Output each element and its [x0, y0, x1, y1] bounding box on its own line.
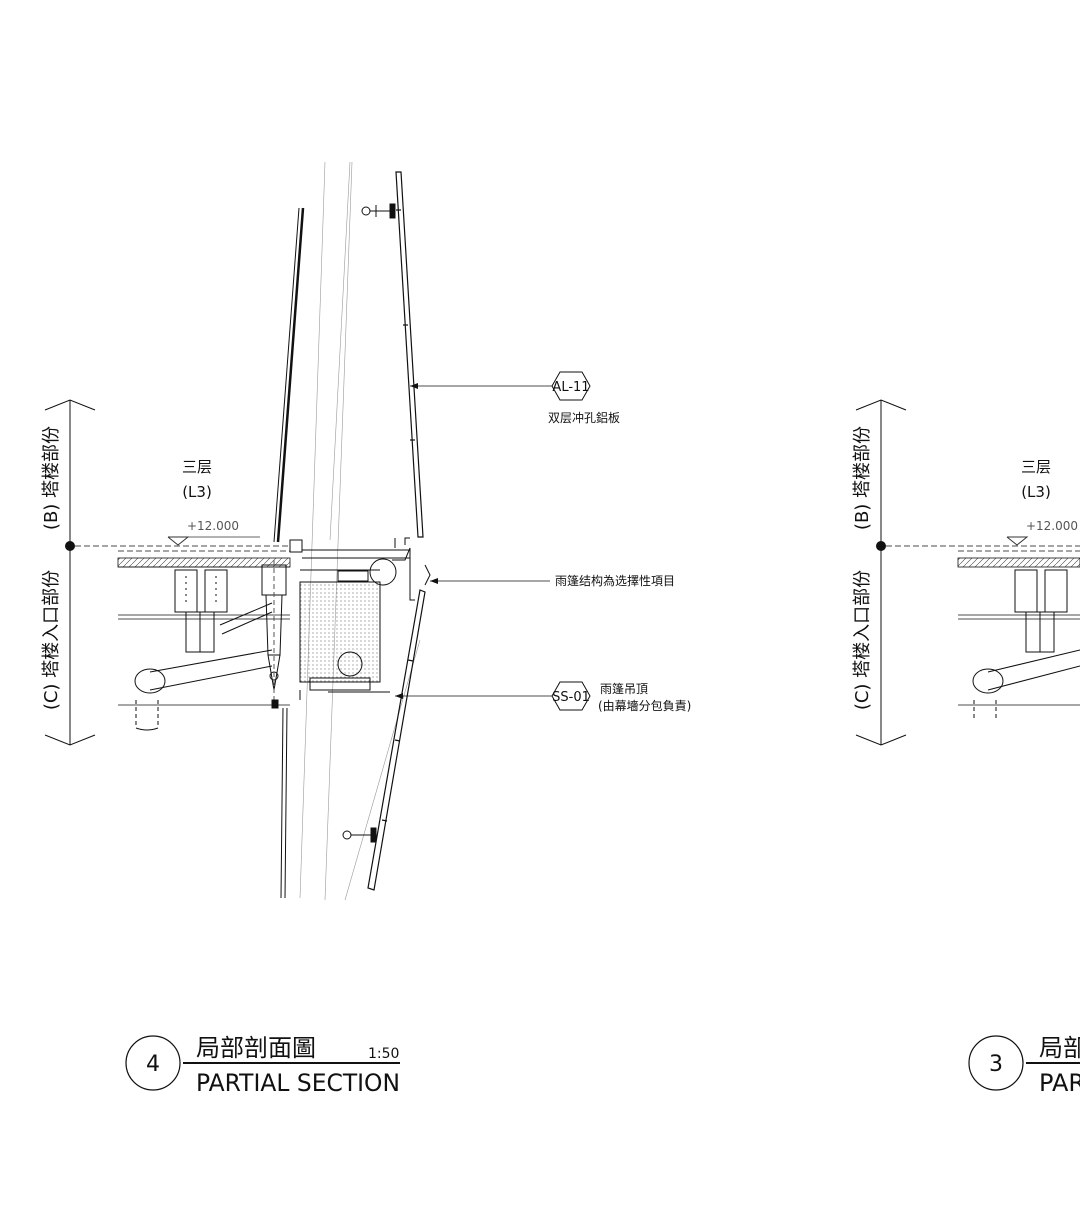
tag-ss01-desc-2: (由幕墻分包負責)	[598, 699, 691, 713]
level-marker	[167, 536, 190, 546]
panel-hanger-upper	[361, 203, 396, 219]
callout-leaders	[395, 385, 552, 697]
level-name-right: 三层	[1021, 458, 1051, 476]
zone-label-upper-right: (B) 塔楼部份	[852, 426, 873, 530]
level-elevation: +12.000	[187, 519, 239, 533]
zone-label-lower-right: (C) 塔楼入口部份	[852, 570, 873, 710]
canopy-optional-note: 雨篷结构為选擇性項目	[555, 573, 675, 588]
tag-hexagon-al11	[551, 371, 591, 401]
detail-title-en-right: PAR	[1039, 1069, 1080, 1097]
curtain-wall-glass	[273, 207, 305, 899]
panel-hanger-lower	[342, 827, 377, 843]
level-elevation-right: +12.000	[1026, 519, 1078, 533]
tag-hexagon-ss01	[551, 681, 591, 711]
leader-arrow-canopy	[430, 578, 438, 584]
sight-lines	[299, 161, 421, 901]
zone-break-dot	[65, 541, 75, 551]
perforated-panel-lower	[367, 589, 426, 891]
floor-slab	[75, 545, 291, 706]
level-code-right: (L3)	[1021, 483, 1051, 501]
perforated-panel-upper	[395, 171, 424, 538]
detail-4-section: (B) 塔楼部份 (C) 塔楼入口部份 三层 (L3) +12.000	[41, 161, 691, 1097]
leader-arrow-al11	[410, 383, 418, 389]
zone-break-right	[855, 399, 907, 746]
detail-title-cn-right: 局部	[1039, 1034, 1080, 1062]
bolt-plate-group	[174, 569, 228, 653]
detail-number-circle	[125, 1035, 181, 1091]
detail-title-cn: 局部剖面圖	[196, 1034, 316, 1062]
zone-break-dot-right	[876, 541, 886, 551]
detail-title-en: PARTIAL SECTION	[196, 1069, 400, 1097]
detail-scale: 1:50	[368, 1046, 399, 1062]
zone-break-left	[44, 399, 96, 746]
level-marker-right	[1006, 536, 1029, 546]
tag-ss01: SS-01	[552, 690, 590, 705]
tag-ss01-desc-1: 雨篷吊頂	[600, 681, 648, 696]
leader-arrow-ss01	[395, 693, 403, 699]
round-beam-right	[972, 649, 1080, 720]
detail-3-section: (B) 塔楼部份 (C) 塔楼入口部份 三层 (L3) +12.000	[852, 399, 1080, 1097]
level-code: (L3)	[182, 483, 212, 501]
zone-label-lower: (C) 塔楼入口部份	[41, 570, 62, 710]
mullion-column	[261, 560, 287, 709]
tag-al11-desc: 双层冲孔鋁板	[548, 410, 620, 425]
detail-number: 4	[146, 1052, 160, 1077]
zone-label-upper: (B) 塔楼部份	[41, 426, 62, 530]
detail-number-circle-right	[968, 1035, 1024, 1091]
detail-number-right: 3	[989, 1052, 1003, 1077]
floor-slab-right	[886, 545, 1080, 706]
tag-al11: AL-11	[552, 380, 589, 395]
level-name: 三层	[182, 458, 212, 476]
round-beam	[134, 668, 166, 731]
bolt-plate-group-right	[1014, 569, 1068, 653]
canopy-structure	[289, 537, 431, 700]
diagonal-strut	[149, 602, 273, 691]
